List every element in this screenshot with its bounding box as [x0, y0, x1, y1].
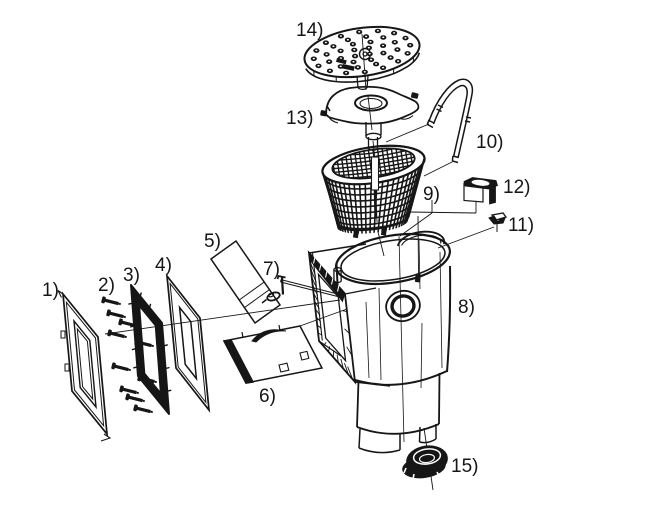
svg-text:9): 9) [423, 184, 440, 205]
svg-text:12): 12) [503, 177, 530, 198]
svg-text:15): 15) [451, 456, 478, 477]
svg-text:8): 8) [458, 297, 475, 318]
svg-text:2): 2) [98, 275, 115, 296]
svg-text:1): 1) [42, 280, 59, 301]
svg-text:6): 6) [259, 386, 276, 407]
svg-text:5): 5) [204, 231, 221, 252]
svg-text:13): 13) [286, 108, 313, 129]
svg-text:14): 14) [296, 20, 323, 41]
svg-text:3): 3) [123, 265, 140, 286]
svg-text:7): 7) [263, 259, 280, 280]
svg-text:11): 11) [508, 215, 534, 236]
svg-text:10): 10) [476, 132, 503, 153]
svg-text:4): 4) [155, 255, 172, 276]
